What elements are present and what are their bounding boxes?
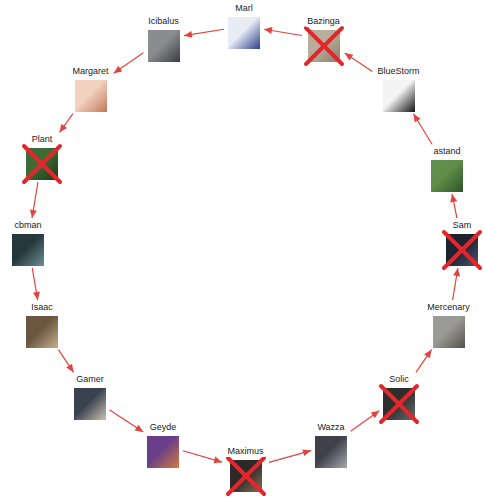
arrow-head	[184, 31, 192, 38]
user-node: Geyde	[145, 422, 181, 468]
user-name: Maximus	[226, 446, 264, 457]
user-name: Sam	[452, 220, 473, 231]
user-node: Solic	[381, 374, 417, 420]
avatar-image	[431, 160, 463, 192]
cross-mark	[376, 382, 422, 426]
user-name: Marl	[234, 3, 254, 14]
user-node: Sam	[444, 220, 480, 266]
avatar-image	[147, 436, 179, 468]
user-name: Isaac	[30, 302, 54, 313]
user-node: Plant	[24, 134, 60, 180]
arrow-connector	[110, 410, 144, 432]
arrow-connector	[32, 268, 40, 300]
user-node: Bazinga	[304, 16, 343, 62]
avatar-image	[75, 80, 107, 112]
arrow-connector	[184, 29, 224, 38]
connector-line	[345, 53, 373, 71]
arrow-head	[114, 66, 123, 73]
avatar-image	[315, 436, 347, 468]
cross-stroke	[381, 386, 417, 422]
cross-mark	[439, 228, 484, 272]
user-name: Solic	[388, 374, 410, 385]
connector-line	[60, 114, 73, 133]
connector-line	[351, 411, 380, 431]
cross-mark	[301, 24, 347, 68]
user-name: Mercenary	[426, 302, 471, 313]
cross-stroke	[24, 146, 60, 182]
cross-stroke	[381, 386, 417, 422]
arrow-connector	[413, 114, 432, 145]
connector-line	[413, 114, 432, 145]
user-node: Maximus	[224, 446, 267, 492]
connector-line	[58, 350, 73, 373]
arrow-head	[264, 27, 272, 34]
avatar-image	[228, 17, 260, 49]
arrow-head	[135, 425, 144, 432]
arrow-head	[60, 124, 67, 133]
user-name: Wazza	[316, 422, 345, 433]
avatar-image	[383, 80, 415, 112]
arrow-head	[302, 449, 311, 456]
arrow-connector	[183, 451, 222, 464]
cross-mark	[19, 142, 65, 186]
arrow-head	[66, 364, 73, 373]
user-node: Margaret	[69, 66, 112, 112]
user-node: astand	[429, 146, 465, 192]
arrow-head	[345, 53, 354, 60]
user-name: BlueStorm	[376, 66, 420, 77]
arrow-connector	[30, 182, 38, 218]
user-node: Marl	[226, 3, 262, 49]
user-node: BlueStorm	[374, 66, 423, 112]
arrow-head	[33, 292, 40, 300]
arrow-connector	[60, 114, 73, 133]
cross-mark	[223, 454, 269, 498]
arrow-connector	[351, 411, 380, 431]
arrow-head	[424, 350, 431, 359]
arrow-connector	[416, 350, 432, 373]
user-name: cbman	[13, 220, 42, 231]
user-name: Geyde	[149, 422, 178, 433]
arrow-connector	[58, 350, 73, 373]
user-node: cbman	[10, 220, 46, 266]
user-name: astand	[432, 146, 461, 157]
cross-stroke	[306, 28, 342, 64]
avatar-image	[26, 316, 58, 348]
arrow-connector	[450, 194, 457, 218]
arrow-head	[413, 114, 420, 123]
user-name: Margaret	[71, 66, 109, 77]
avatar-image	[148, 30, 180, 62]
avatar-image	[74, 388, 106, 420]
user-node: Isaac	[24, 302, 60, 348]
arrow-connector	[345, 53, 373, 71]
arrow-connector	[264, 27, 302, 35]
user-name: Bazinga	[306, 16, 341, 27]
arrow-connector	[453, 268, 460, 300]
arrow-head	[371, 411, 380, 418]
cross-stroke	[444, 232, 480, 268]
user-name: Gamer	[75, 374, 105, 385]
cross-stroke	[24, 146, 60, 182]
user-node: Icibalus	[145, 16, 182, 62]
cross-stroke	[228, 458, 264, 494]
arrow-head	[453, 268, 460, 276]
arrow-connector	[269, 449, 311, 462]
avatar-image	[12, 234, 44, 266]
connector-line	[110, 410, 144, 432]
cross-stroke	[306, 28, 342, 64]
arrow-head	[30, 210, 37, 218]
connector-line	[416, 350, 432, 373]
arrow-head	[213, 457, 222, 464]
arrow-connector	[114, 53, 144, 73]
user-node: Wazza	[313, 422, 349, 468]
user-node: Mercenary	[424, 302, 473, 348]
user-name: Icibalus	[147, 16, 180, 27]
avatar-image	[433, 316, 465, 348]
cross-stroke	[444, 232, 480, 268]
user-name: Plant	[31, 134, 54, 145]
arrow-head	[450, 194, 457, 203]
user-node: Gamer	[72, 374, 108, 420]
cross-stroke	[228, 458, 264, 494]
connector-line	[114, 53, 144, 73]
